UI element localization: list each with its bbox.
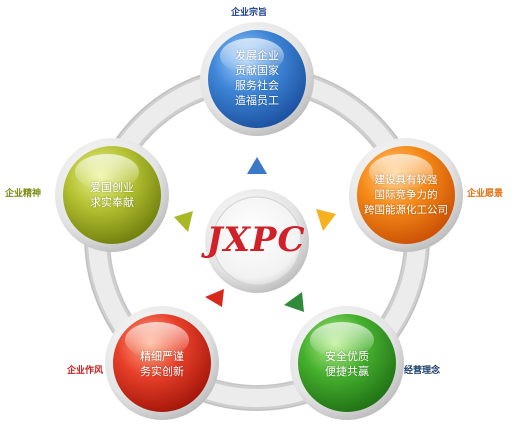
node-left-line-2: 求实奉献: [90, 196, 134, 209]
arrow-triangle-bottom-left: [205, 289, 224, 307]
node-left-text: 爱国创业 求实奉献: [62, 180, 162, 210]
arrow-triangle-bottom-right: [284, 292, 304, 312]
node-bottom-left-line-2: 务实创新: [140, 365, 184, 378]
node-left: [55, 138, 169, 252]
caption-top: 企业宗旨: [231, 8, 268, 18]
node-top-line-2: 贡献国家: [235, 64, 279, 77]
center-logo: JXPC: [206, 220, 306, 260]
node-top-line-3: 服务社会: [235, 79, 279, 92]
node-right-line-3: 跨国能源化工公司: [364, 204, 448, 216]
node-bottom-right: [290, 306, 404, 420]
node-bottom-right-text: 安全优质 便捷共赢: [297, 349, 397, 379]
node-bottom-left-line-1: 精细严谨: [140, 350, 184, 363]
node-top-line-4: 造福员工: [235, 94, 279, 107]
node-top-line-1: 发展企业: [235, 49, 279, 62]
node-bottom-right-line-2: 便捷共赢: [325, 365, 369, 378]
node-top: [200, 22, 314, 136]
node-right-line-2: 国际竞争力的: [374, 189, 438, 201]
caption-right: 企业愿景: [467, 189, 504, 199]
arrow-triangle-top: [247, 157, 267, 174]
center-disc: [205, 189, 309, 293]
node-right: [349, 138, 463, 252]
node-bottom-right-line-1: 安全优质: [325, 350, 369, 363]
node-right-line-1: 建设具有较强: [374, 174, 438, 186]
node-left-line-1: 爱国创业: [90, 181, 134, 194]
arrow-triangle-right: [316, 209, 336, 231]
node-top-text: 发展企业 贡献国家 服务社会 造福员工: [207, 48, 307, 108]
caption-left: 企业精神: [5, 189, 42, 199]
node-right-text: 建设具有较强 国际竞争力的 跨国能源化工公司: [351, 173, 461, 218]
arrow-triangle-left: [174, 211, 193, 232]
caption-bottom-right: 经营理念: [404, 366, 441, 376]
node-bottom-left: [105, 306, 219, 420]
node-bottom-left-text: 精细严谨 务实创新: [112, 349, 212, 379]
caption-bottom-left: 企业作风: [67, 366, 104, 376]
